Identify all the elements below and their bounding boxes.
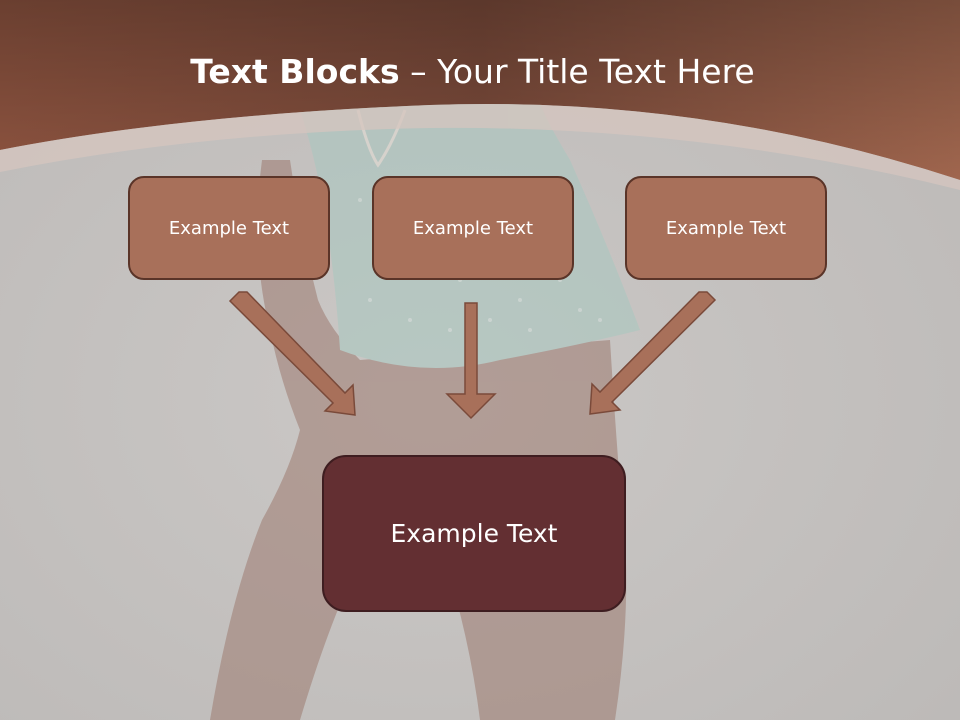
text-block-label: Example Text [412, 217, 534, 239]
text-block-right[interactable]: Example Text [625, 176, 827, 280]
text-block-bottom[interactable]: Example Text [322, 455, 626, 612]
title-text: Your Title Text Here [437, 52, 755, 91]
arrow-left [228, 291, 356, 416]
title-separator: – [399, 52, 438, 91]
text-block-label: Example Text [665, 217, 787, 239]
text-block-label: Example Text [390, 519, 558, 548]
title-bold: Text Blocks [190, 52, 400, 91]
text-block-left[interactable]: Example Text [128, 176, 330, 280]
text-block-label: Example Text [168, 217, 290, 239]
text-block-center[interactable]: Example Text [372, 176, 574, 280]
arrow-right [589, 291, 717, 415]
arrow-center [445, 302, 497, 420]
slide-title: Text Blocks – Your Title Text Here [0, 52, 945, 91]
